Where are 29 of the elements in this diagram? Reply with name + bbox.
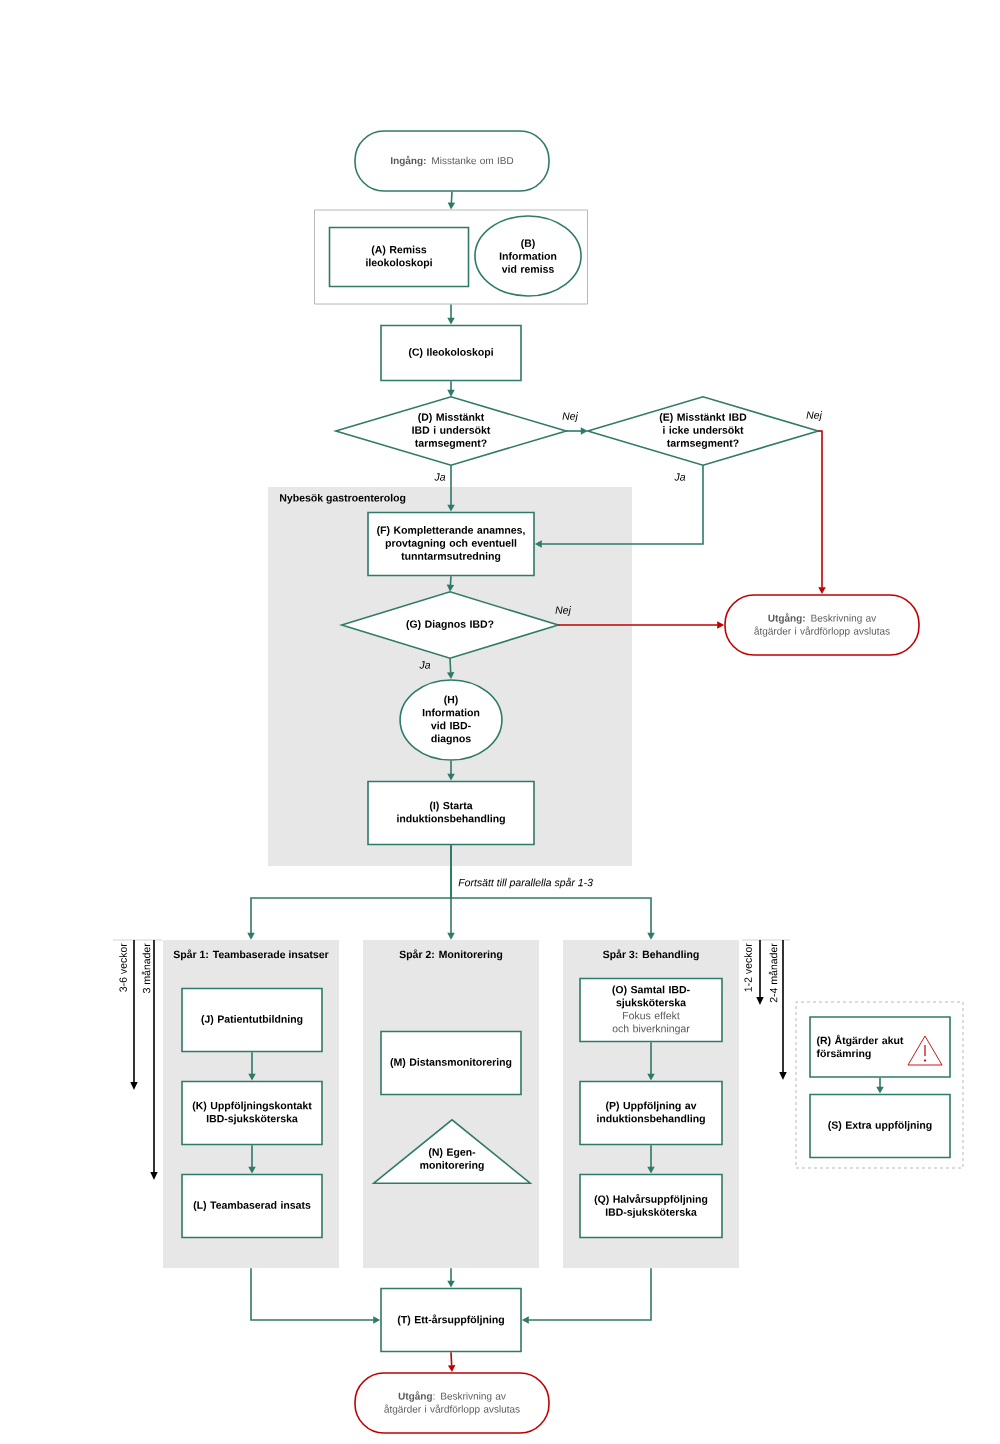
process-box: (R) Åtgärder akut försämring [809,1016,951,1078]
edge-label: Ja [674,473,686,481]
process-box: (J) Patientutbildning [181,987,323,1053]
exit-terminal: Utgång: Beskrivning av åtgärder i vårdförlopp avslutas [354,1372,550,1434]
edge-label: Fortsätt till parallella spår 1-3 [458,877,593,889]
process-box: (I) Starta induktionsbehandling [367,780,535,846]
process-box: (M) Distansmonitorering [380,1030,522,1096]
process-box: (F) Kompletterande anamnes, provtagning och eventuell tunntarmsutredning [367,511,535,577]
process-box: (Q) Halvårsuppföljning IBD-sjuksköterska [579,1173,723,1239]
process-box: (A) Remiss ileokoloskopi [328,226,470,288]
process-box: (S) Extra uppföljning [809,1093,951,1159]
process-box: (L) Teambaserad insats [181,1173,323,1239]
timeline-label: 3-6 veckor [119,943,127,992]
edge-label: Ja [419,661,431,669]
group-frame [314,209,588,305]
exit-terminal: Utgång: Beskrivning av åtgärder i vårdförlopp avslutas [724,594,920,656]
edge-label: Nej [806,411,823,421]
process-box: (O) Samtal IBD-sjuksköterska Fokus effekt och biverkningar [579,977,723,1043]
process-box: (P) Uppföljning av induktionsbehandling [579,1080,723,1146]
edge-label: Nej [562,412,579,422]
timeline-label: 1-2 veckor [744,943,752,992]
process-box: (C) Ileokoloskopi [380,324,522,382]
process-box: (T) Ett-årsuppföljning [380,1287,522,1353]
timeline-label: 3 månader [141,943,151,993]
start-terminal: Ingång: Misstanke om IBD [354,130,550,192]
process-box: (K) Uppföljningskontakt IBD-sjuksköterska [181,1080,323,1146]
edge-label: Ja [434,473,446,481]
timeline-label: 2-4 månader [768,943,778,1003]
dashed-frame [795,1001,964,1169]
